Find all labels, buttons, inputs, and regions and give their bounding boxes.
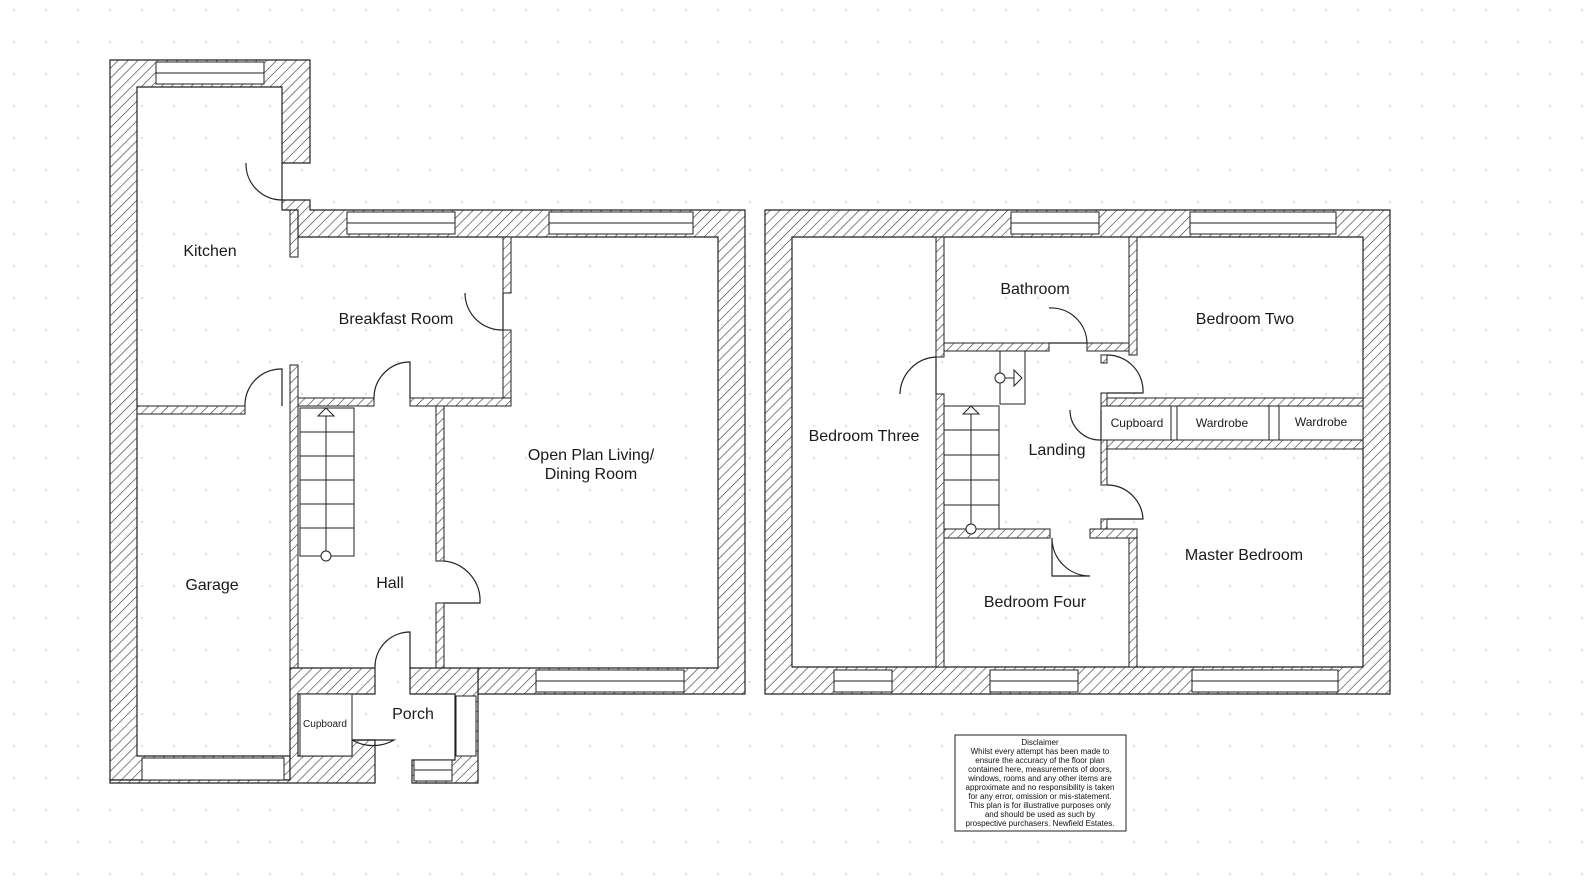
label-breakfast-room: Breakfast Room [339, 311, 454, 328]
wall-landing-right-low [1100, 518, 1108, 530]
wardrobes [1100, 405, 1364, 441]
label-cupboard-first: Cupboard [1111, 416, 1164, 430]
windows-first [833, 211, 1339, 693]
wall-bed4-top-right [1089, 528, 1138, 539]
disclaimer-line: and should be used as such by [985, 810, 1095, 819]
ground-floor: Kitchen Breakfast Room Open Plan Living/… [109, 59, 746, 784]
wall-bed3-right [935, 236, 945, 358]
label-landing: Landing [1029, 442, 1086, 459]
wall-hall-living-lower [435, 602, 445, 669]
wall-breakfast-hall [409, 397, 512, 407]
wall-bed3-right-lower [935, 393, 945, 668]
disclaimer-box: Disclaimer Whilst every attempt has been… [954, 734, 1127, 832]
label-open-plan-line2: Dining Room [545, 466, 637, 483]
disclaimer-line: ensure the accuracy of the floor plan [975, 756, 1104, 765]
label-cupboard-ground: Cupboard [303, 719, 347, 730]
wall-bed4-top [943, 528, 1051, 539]
wall-breakfast-hall-left [297, 397, 375, 407]
label-bedroom-three: Bedroom Three [809, 428, 920, 445]
wall-bed4-right [1128, 537, 1138, 668]
label-kitchen: Kitchen [183, 243, 236, 260]
label-bedroom-four: Bedroom Four [984, 594, 1087, 611]
windows-ground [141, 61, 694, 782]
wall-landing-right [1100, 354, 1108, 364]
disclaimer-title: Disclaimer [1021, 738, 1059, 747]
disclaimer-line: windows, rooms and any other items are [967, 774, 1112, 783]
label-hall: Hall [376, 575, 404, 592]
disclaimer-line: contained here, measurements of doors, [968, 765, 1112, 774]
stairs-first [943, 350, 1026, 535]
doors-first [899, 307, 1144, 577]
wall-kitchen-garage [136, 405, 246, 415]
disclaimer-line: prospective purchasers. Newfield Estates… [966, 819, 1115, 828]
first-floor: Bedroom Three Bathroom Bedroom Two Landi… [764, 209, 1391, 695]
label-master-bedroom: Master Bedroom [1185, 547, 1303, 564]
stairs-ground [299, 407, 355, 562]
disclaimer-line: for any error, omission or mis-statement… [968, 792, 1111, 801]
label-open-plan-line1: Open Plan Living/ [528, 447, 655, 464]
label-wardrobe-1: Wardrobe [1196, 416, 1249, 430]
label-bedroom-two: Bedroom Two [1196, 311, 1295, 328]
disclaimer-line: This plan is for illustrative purposes o… [969, 801, 1111, 810]
wall-breakfast-living [502, 236, 512, 294]
wall-hall-living [435, 405, 445, 562]
label-porch: Porch [392, 706, 434, 723]
label-wardrobe-2: Wardrobe [1295, 415, 1348, 429]
wall-stub [289, 209, 299, 258]
label-bathroom: Bathroom [1000, 281, 1069, 298]
cupboard-ground-box [299, 693, 353, 757]
wall-bathroom-right [1128, 236, 1138, 356]
label-garage: Garage [185, 577, 238, 594]
wall-master-top [1100, 439, 1364, 450]
disclaimer-line: approximate and no responsibility is tak… [966, 783, 1115, 792]
first-floor-outer-walls [764, 209, 1391, 695]
doors-ground [244, 162, 504, 747]
wall-bathroom-bottom [943, 342, 1050, 352]
wall-bed2-bottom [1100, 397, 1364, 407]
wall-breakfast-living-lower [502, 329, 512, 406]
disclaimer-line: Whilst every attempt has been made to [971, 747, 1110, 756]
